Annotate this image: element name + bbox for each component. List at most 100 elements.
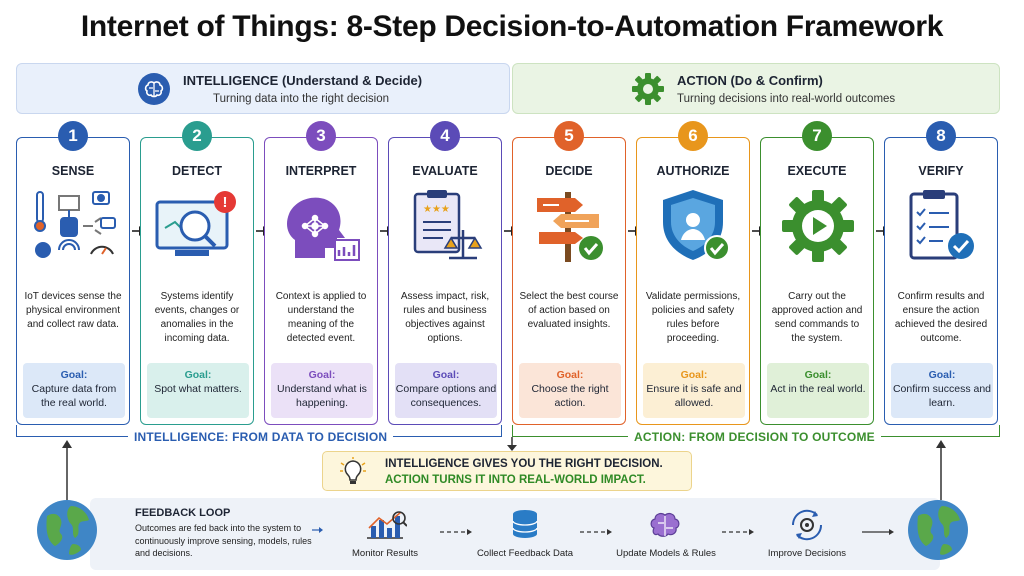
intelligence-title: INTELLIGENCE (Understand & Decide) [183, 73, 423, 88]
feedback-title: FEEDBACK LOOP [135, 507, 231, 519]
globe-icon [37, 500, 97, 560]
intelligence-banner: INTELLIGENCE (Understand & Decide) Turni… [16, 63, 510, 114]
goal-text: Confirm success and learn. [892, 383, 992, 409]
head-network-icon [287, 197, 360, 261]
step-description: Validate permissions, policies and safet… [645, 291, 741, 344]
svg-text:★★★: ★★★ [423, 204, 450, 215]
step-description: Assess impact, risk, rules and business … [400, 291, 490, 344]
step-card-execute: EXECUTE Carry out the approved action an… [760, 137, 874, 425]
goal-text: Compare options and consequences. [395, 383, 497, 409]
action-title: ACTION (Do & Confirm) [677, 73, 823, 88]
step-number-badge: 1 [58, 121, 88, 151]
goal-text: Understand what is happening. [277, 383, 367, 409]
goal-label: Goal: [60, 369, 88, 381]
step-description: Select the best course of action based o… [519, 291, 619, 330]
insight-callout: INTELLIGENCE GIVES YOU THE RIGHT DECISIO… [322, 451, 692, 491]
step-card-authorize: AUTHORIZE Validate permissions, policies… [636, 137, 750, 425]
step-name: AUTHORIZE [656, 164, 730, 178]
step-goal: Goal: Spot what matters. [147, 363, 249, 418]
dashed-arrow-icon [580, 529, 612, 535]
down-arrow-icon [507, 437, 517, 451]
arrow-right-icon [312, 527, 323, 533]
goal-label: Goal: [804, 369, 832, 381]
step-description: Context is applied to understand the mea… [275, 291, 367, 344]
svg-text:!: ! [223, 194, 228, 211]
brain-icon [650, 513, 680, 537]
step-number-badge: 4 [430, 121, 460, 151]
up-arrow-left-icon [62, 440, 72, 500]
step-number-badge: 5 [554, 121, 584, 151]
intelligence-bracket-label: INTELLIGENCE: FROM DATA TO DECISION [128, 430, 394, 444]
feedback-step-label: Monitor Results [352, 548, 418, 559]
step-name: EXECUTE [787, 164, 847, 178]
checklist-scale-icon: ★★★ [413, 190, 483, 260]
step-goal: Goal: Understand what is happening. [271, 363, 373, 418]
feedback-description: Outcomes are fed back into the system to… [135, 523, 312, 558]
goal-text: Choose the right action. [531, 383, 609, 409]
step-goal: Goal: Confirm success and learn. [891, 363, 993, 418]
insight-line-1: INTELLIGENCE GIVES YOU THE RIGHT DECISIO… [385, 458, 663, 470]
feedback-step-monitor: Monitor Results [325, 508, 445, 568]
dashed-arrow-icon [440, 529, 472, 535]
feedback-step-collect: Collect Feedback Data [465, 508, 585, 568]
step-description: Systems identify events, changes or anom… [154, 291, 240, 344]
goal-label: Goal: [432, 369, 460, 381]
step-number-badge: 2 [182, 121, 212, 151]
step-name: DETECT [172, 164, 222, 178]
step-number-badge: 3 [306, 121, 336, 151]
step-name: SENSE [51, 164, 95, 178]
step-goal: Goal: Act in the real world. [767, 363, 869, 418]
brain-icon [138, 73, 170, 105]
step-number-badge: 6 [678, 121, 708, 151]
monitor-alert-icon: ! [155, 191, 236, 256]
step-card-evaluate: EVALUATE ★★★ Assess impact, risk, rules … [388, 137, 502, 425]
step-number-badge: 8 [926, 121, 956, 151]
step-name: VERIFY [918, 164, 964, 178]
goal-text: Ensure it is safe and allowed. [646, 383, 742, 409]
feedback-step-label: Update Models & Rules [616, 548, 716, 559]
step-card-verify: VERIFY Confirm results and ensure the ac… [884, 137, 998, 425]
action-subtitle: Turning decisions into real-world outcom… [677, 93, 896, 105]
database-icon [512, 510, 538, 538]
sensors-icon [34, 191, 116, 258]
goal-text: Act in the real world. [770, 383, 866, 395]
step-description: Confirm results and ensure the action ac… [894, 291, 988, 344]
goal-label: Goal: [308, 369, 336, 381]
signpost-icon [537, 192, 603, 262]
step-name: INTERPRET [285, 164, 357, 178]
feedback-step-label: Improve Decisions [767, 548, 847, 559]
lightbulb-icon [340, 457, 366, 484]
page-title: Internet of Things: 8-Step Decision-to-A… [80, 10, 944, 43]
step-card-sense: SENSE IoT devices sense the physical env… [16, 137, 130, 425]
step-card-decide: DECIDE Select the best course of action … [512, 137, 626, 425]
intelligence-subtitle: Turning data into the right decision [213, 93, 390, 105]
globe-icon [908, 500, 968, 560]
step-goal: Goal: Capture data from the real world. [23, 363, 125, 418]
step-goal: Goal: Compare options and consequences. [395, 363, 497, 418]
step-goal: Goal: Choose the right action. [519, 363, 621, 418]
step-description: IoT devices sense the physical environme… [24, 291, 122, 330]
dashed-arrow-icon [722, 529, 754, 535]
goal-text: Spot what matters. [154, 383, 242, 395]
step-description: Carry out the approved action and send c… [771, 291, 863, 344]
action-bracket-label: ACTION: FROM DECISION TO OUTCOME [628, 430, 881, 444]
action-banner: ACTION (Do & Confirm) Turning decisions … [512, 63, 1000, 114]
goal-text: Capture data from the real world. [31, 383, 117, 409]
goal-label: Goal: [680, 369, 708, 381]
feedback-step-update: Update Models & Rules [606, 508, 726, 568]
feedback-step-label: Collect Feedback Data [476, 548, 574, 559]
chart-icon [367, 511, 407, 539]
goal-label: Goal: [556, 369, 584, 381]
shield-user-icon [663, 190, 730, 261]
gear-play-icon [782, 190, 854, 262]
gear-icon [632, 73, 664, 105]
step-goal: Goal: Ensure it is safe and allowed. [643, 363, 745, 418]
up-arrow-right-icon [936, 440, 946, 500]
goal-label: Goal: [928, 369, 956, 381]
feedback-step-improve: Improve Decisions [747, 508, 867, 568]
clipboard-check-icon [909, 190, 974, 260]
step-name: EVALUATE [412, 164, 478, 178]
step-name: DECIDE [545, 164, 593, 178]
refresh-gear-icon [791, 509, 823, 541]
step-card-detect: DETECT ! Systems identify events, change… [140, 137, 254, 425]
